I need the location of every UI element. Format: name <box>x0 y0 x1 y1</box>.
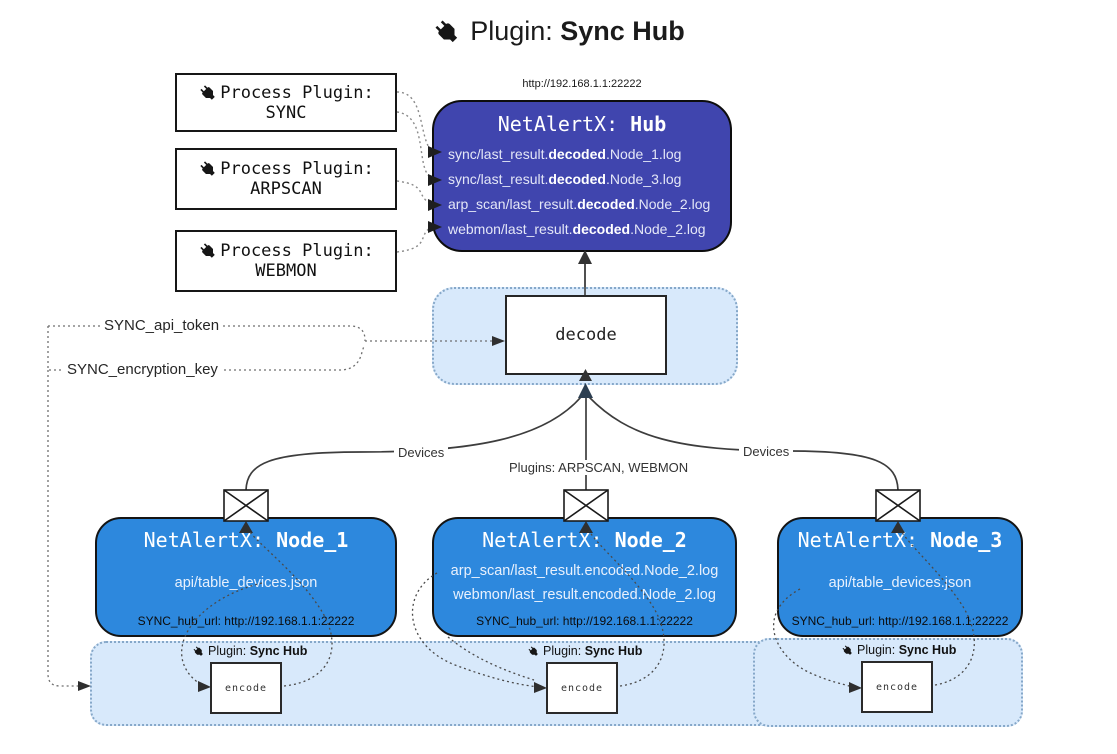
plug-icon <box>841 644 854 657</box>
sync-api-token-label: SYNC_api_token <box>101 317 223 334</box>
sync-hub-plugin-label: Plugin: Sync Hub <box>192 644 307 658</box>
sync-hub-plugin-label: Plugin: Sync Hub <box>527 644 642 658</box>
devices-right-label: Devices <box>739 444 794 459</box>
node3-hub-url: SYNC_hub_url: http://192.168.1.1:22222 <box>791 614 1009 628</box>
page-title: Plugin: Sync Hub <box>0 16 1117 47</box>
process-plugin-name: WEBMON <box>255 261 317 281</box>
encode-box: encode <box>861 661 933 713</box>
plug-icon <box>527 645 540 658</box>
process-plugin-label: Process Plugin: <box>220 159 374 179</box>
node2-box: NetAlertX: Node_2 arp_scan/last_result.e… <box>432 517 737 637</box>
node1-box: NetAlertX: Node_1 api/table_devices.json… <box>95 517 397 637</box>
node3-box: NetAlertX: Node_3 api/table_devices.json… <box>777 517 1023 637</box>
sync-hub-plugin-label: Plugin: Sync Hub <box>841 643 956 657</box>
encode-box: encode <box>210 662 282 714</box>
converge-arrowhead <box>578 383 593 398</box>
hub-file-line: sync/last_result.decoded.Node_3.log <box>448 171 682 187</box>
hub-url-label: http://192.168.1.1:22222 <box>522 78 642 90</box>
plug-icon <box>192 645 205 658</box>
process-plugin-label: Process Plugin: <box>220 241 374 261</box>
node3-file: api/table_devices.json <box>828 575 972 591</box>
plug-icon <box>198 241 218 261</box>
node2-title: NetAlertX: Node_2 <box>482 528 687 552</box>
node1-hub-url: SYNC_hub_url: http://192.168.1.1:22222 <box>137 614 355 628</box>
hub-title: NetAlertX: Hub <box>497 112 667 136</box>
node3-title: NetAlertX: Node_3 <box>797 528 1003 552</box>
process-plugin-label: Process Plugin: <box>220 82 374 103</box>
hub-box: NetAlertX: Hub sync/last_result.decoded.… <box>432 100 732 252</box>
devices-left-label: Devices <box>394 445 449 460</box>
process-plugin-name: SYNC <box>265 102 307 123</box>
node2-file: webmon/last_result.encoded.Node_2.log <box>453 587 716 603</box>
node2-hub-url: SYNC_hub_url: http://192.168.1.1:22222 <box>476 614 693 628</box>
hub-file-line: webmon/last_result.decoded.Node_2.log <box>448 221 706 237</box>
node1-title: NetAlertX: Node_1 <box>143 528 349 552</box>
process-plugin-sync-box: Process Plugin: SYNC <box>175 73 397 132</box>
sync-encryption-key-label: SYNC_encryption_key <box>64 361 221 378</box>
hub-file-line: arp_scan/last_result.decoded.Node_2.log <box>448 196 711 212</box>
node2-file: arp_scan/last_result.encoded.Node_2.log <box>450 563 719 579</box>
plugin-to-hub-connectors <box>396 91 431 253</box>
plugins-mid-label: Plugins: ARPSCAN, WEBMON <box>505 460 693 475</box>
process-plugin-arpscan-box: Process Plugin: ARPSCAN <box>175 148 397 210</box>
plug-icon <box>432 17 462 47</box>
page-title-text: Plugin: Sync Hub <box>470 16 685 46</box>
decode-box: decode <box>505 295 667 375</box>
process-plugin-webmon-box: Process Plugin: WEBMON <box>175 230 397 292</box>
plug-icon <box>198 159 218 179</box>
hub-file-line: sync/last_result.decoded.Node_1.log <box>448 146 682 162</box>
plug-icon <box>198 83 218 103</box>
process-plugin-name: ARPSCAN <box>250 179 322 199</box>
node-to-decode-curves <box>245 394 899 491</box>
encode-box: encode <box>546 662 618 714</box>
node1-file: api/table_devices.json <box>174 575 318 591</box>
